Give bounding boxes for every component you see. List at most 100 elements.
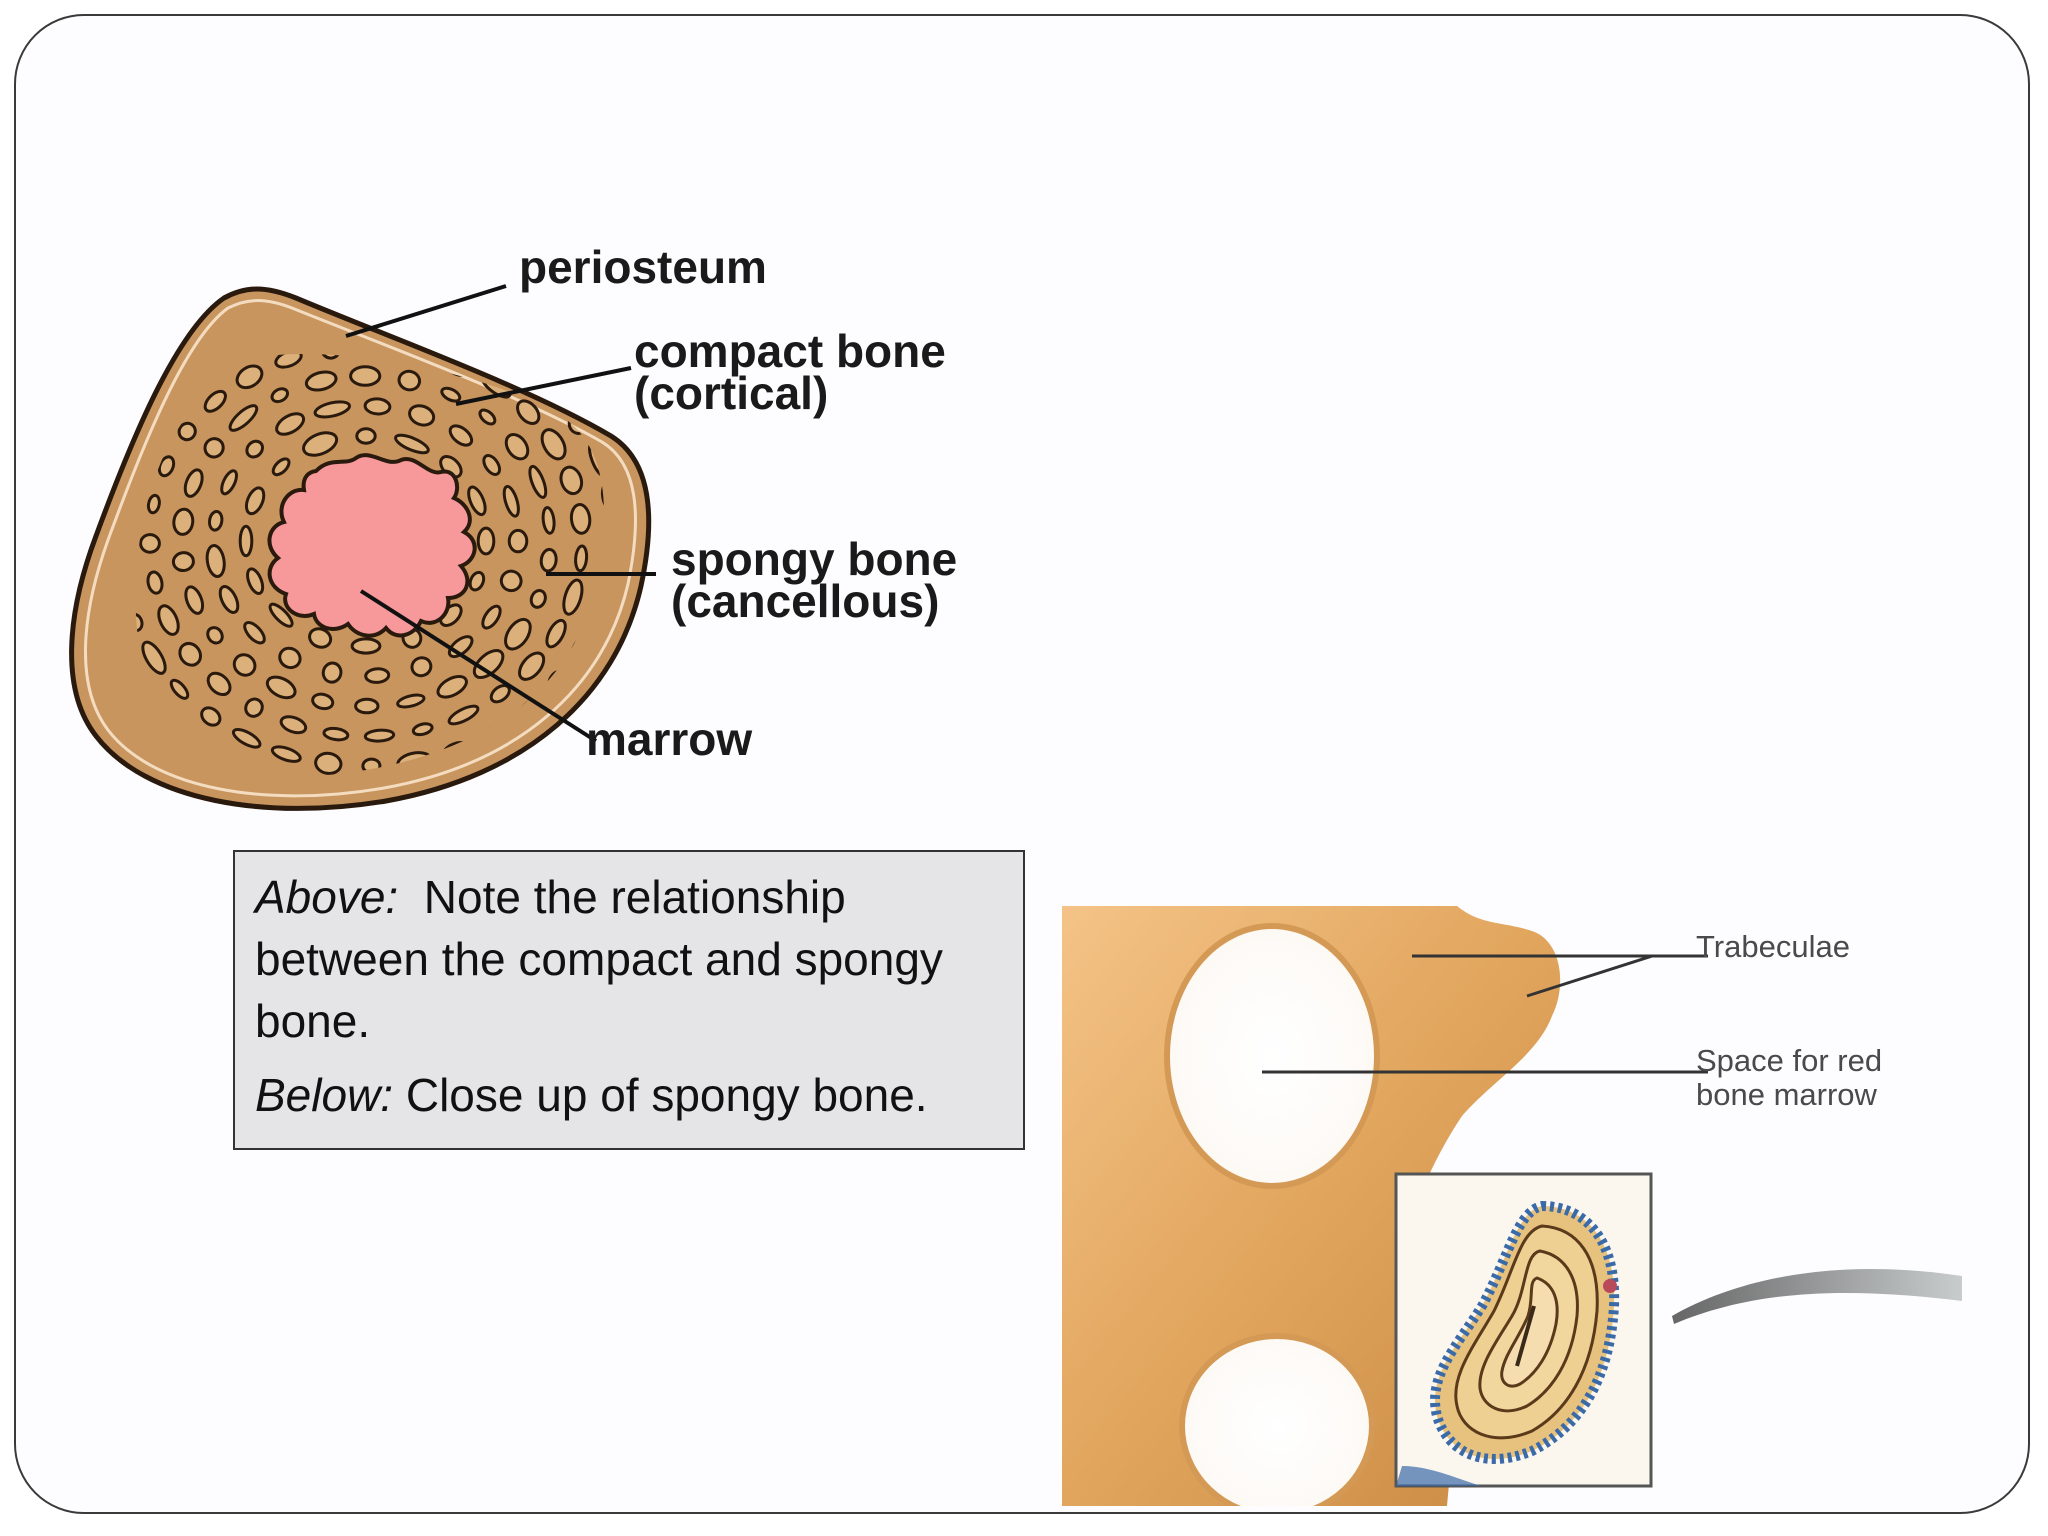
marrow-space-upper — [1164, 923, 1380, 1189]
spongy-pore — [562, 578, 584, 616]
marrow-leader — [359, 589, 598, 743]
spongy-bone-closeup-diagram — [1062, 906, 1962, 1506]
spongy-pore — [467, 485, 487, 517]
spongy-pore — [232, 653, 257, 677]
spongy-pore — [146, 493, 161, 515]
spongy-pore — [482, 454, 502, 476]
spongy-pore — [270, 387, 290, 404]
spongy-pore — [499, 569, 523, 593]
compact-bone-leader — [455, 366, 632, 406]
spongy-pore — [220, 469, 238, 496]
trabeculae-leader-2 — [1526, 954, 1653, 998]
spongy-pore — [141, 640, 167, 675]
spongy-pore — [440, 386, 462, 403]
spongy-pore — [502, 484, 520, 518]
spongy-pore — [157, 455, 176, 478]
spongy-pore — [468, 570, 486, 592]
spongy-pore — [302, 431, 339, 457]
spongy-pore — [350, 637, 382, 655]
spongy-pore — [271, 457, 291, 477]
spongy-pore — [355, 427, 377, 445]
spongy-pore — [509, 355, 533, 376]
spongy-pore — [321, 661, 343, 684]
spongy-pore — [518, 651, 546, 681]
spongy-pore — [529, 589, 547, 609]
bone-cross-section-diagram — [69, 284, 656, 811]
spongy-pore — [205, 544, 226, 578]
caption-above-text: Note the relationship between the compac… — [255, 871, 943, 1047]
spongy-pore — [308, 627, 333, 649]
caption-box: Above: Note the relationship between the… — [233, 850, 1025, 1150]
spongy-pore — [270, 745, 302, 763]
spongy-pore — [206, 671, 232, 697]
spongy-pore — [394, 433, 430, 455]
marrow-cavity — [267, 453, 477, 638]
label-marrow: marrow — [586, 713, 753, 765]
spongy-pore — [177, 421, 197, 442]
spongy-pore — [178, 641, 203, 667]
spongy-pore — [228, 404, 259, 432]
spongy-pore — [245, 439, 264, 459]
spongy-bone-pores — [135, 316, 604, 775]
spongy-pore — [539, 547, 558, 573]
spongy-pore — [274, 354, 303, 369]
spongy-pore — [203, 389, 227, 413]
spongy-pore — [244, 697, 264, 718]
spongy-pore — [278, 646, 302, 670]
spongy-pore — [504, 433, 530, 461]
spongy-pore — [169, 678, 190, 700]
caption-below: Below: Close up of spongy bone. — [255, 1064, 1003, 1126]
spongy-pore — [311, 692, 335, 711]
caption-above-prefix: Above: — [255, 871, 399, 923]
caption-below-prefix: Below: — [255, 1069, 394, 1121]
spongy-pore — [172, 507, 195, 536]
marrow-space-lower — [1179, 1333, 1375, 1506]
spongy-pore — [235, 364, 264, 390]
spongy-pore — [472, 649, 505, 679]
spongy-pore — [207, 509, 224, 532]
slide-frame: periosteum compact bone (cortical) spong… — [14, 14, 2030, 1514]
spongy-pore — [135, 612, 144, 633]
spongy-pore — [408, 404, 436, 427]
spongy-pore — [447, 704, 480, 726]
pointer-curve — [1672, 1269, 1962, 1324]
spongy-pore — [184, 585, 205, 615]
spongy-pore — [218, 585, 240, 614]
spongy-pore — [322, 726, 350, 742]
spongy-pore — [319, 354, 342, 360]
spongy-pore — [157, 604, 180, 636]
spongy-pore — [238, 524, 254, 558]
label-compact-bone-alt: (cortical) — [634, 367, 829, 419]
spongy-pore — [545, 618, 567, 649]
periosteum-leader — [345, 284, 507, 338]
spongy-pore — [206, 626, 224, 645]
label-space-line1: Space for red — [1696, 1043, 1883, 1078]
caption-above: Above: Note the relationship between the… — [255, 866, 1003, 1052]
spongy-pore — [431, 316, 460, 339]
label-spongy-bone: spongy bone — [671, 533, 958, 585]
spongy-pore — [183, 468, 204, 498]
caption-below-text: Close up of spongy bone. — [405, 1069, 928, 1121]
spongy-pore — [265, 675, 297, 700]
spongy-pore — [354, 697, 380, 715]
spongy-pore — [275, 412, 306, 436]
spongy-pore — [600, 482, 604, 512]
spongy-pore — [481, 604, 502, 630]
spongy-pore — [244, 486, 266, 516]
spongy-pore — [349, 365, 382, 387]
label-periosteum: periosteum — [519, 241, 767, 293]
spongy-pore — [569, 503, 592, 535]
spongy-pore — [397, 369, 422, 392]
label-trabeculae: Trabeculae — [1696, 929, 1850, 964]
spongy-pore — [476, 526, 496, 556]
spongy-pore — [200, 706, 222, 727]
spongy-pore — [279, 715, 308, 735]
spongy-pore — [146, 570, 164, 595]
spongy-pore — [504, 617, 532, 651]
spongy-pore — [448, 424, 474, 447]
spongy-pore — [363, 728, 396, 743]
spongy-pore — [436, 675, 468, 699]
spongy-pore — [528, 464, 548, 499]
spongy-pore — [314, 751, 343, 775]
inset-trabecula-section — [1396, 1200, 1620, 1486]
